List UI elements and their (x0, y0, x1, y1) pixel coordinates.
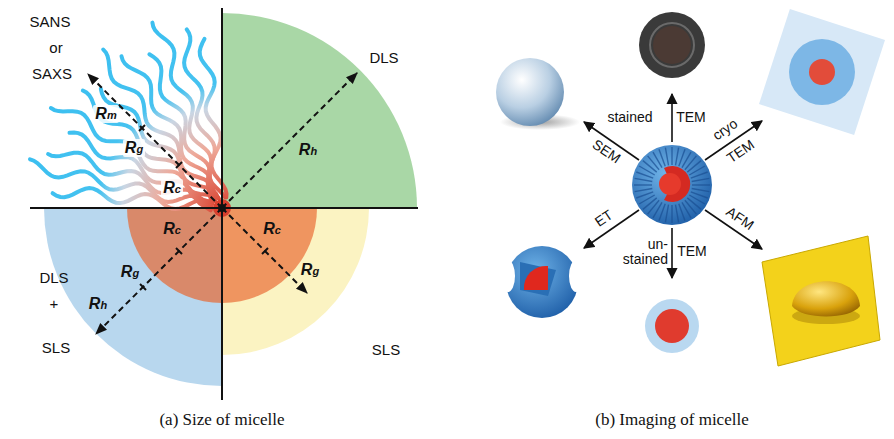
method-label: TEM (676, 110, 706, 125)
method-label: ET (592, 208, 615, 231)
method-label: un- stained (612, 237, 668, 268)
radius-label: Rh (87, 295, 109, 313)
polymer-chain (122, 56, 213, 202)
radius-label: Rg (119, 263, 141, 281)
panel-caption: (a) Size of micelle (159, 411, 284, 430)
method-label: AFM (723, 204, 756, 233)
method-label: DLS (369, 50, 398, 67)
polymer-chain (53, 188, 213, 209)
method-label: TEM (724, 137, 757, 166)
method-label: SAXS (32, 66, 72, 83)
method-label: DLS (39, 270, 68, 287)
polymer-chain (30, 159, 212, 208)
method-label: TEM (677, 244, 707, 259)
radius-label: Rh (297, 141, 319, 159)
method-label: SANS (30, 14, 71, 31)
method-label: or (49, 40, 62, 57)
method-label: SLS (42, 340, 70, 357)
radius-label: Rg (299, 261, 321, 279)
method-label: + (50, 296, 59, 313)
method-label: stained (607, 110, 652, 125)
panel-caption: (b) Imaging of micelle (595, 411, 748, 430)
method-label: SEM (589, 137, 623, 167)
radius-label: Rc (161, 220, 183, 238)
radius-label: Rc (261, 220, 283, 238)
radius-label: Rm (93, 105, 118, 123)
radius-label: Rg (123, 139, 145, 157)
radius-label: Rc (161, 179, 183, 197)
method-label: SLS (372, 342, 400, 359)
